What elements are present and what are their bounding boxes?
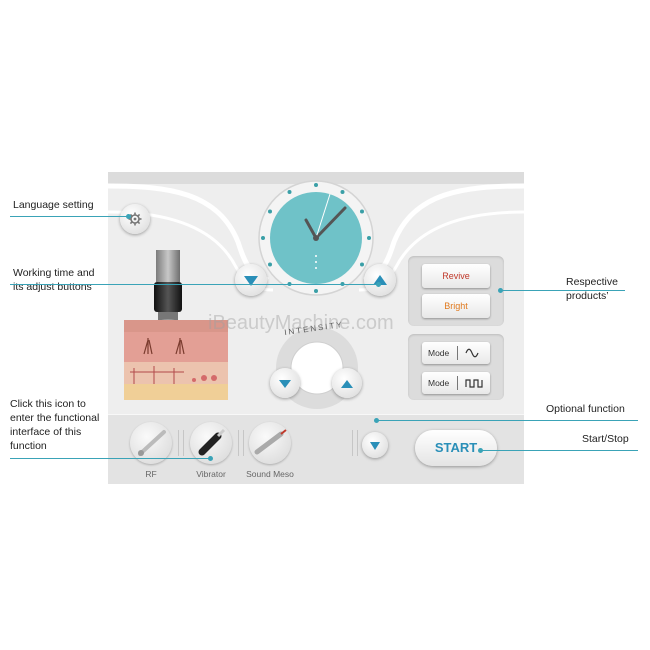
callout-line-language (10, 216, 128, 217)
callout-click-icon-line1: Click this icon to (10, 398, 86, 410)
callout-optional: Optional function (546, 403, 625, 415)
clock-dots (261, 183, 371, 293)
panel-top-strip (108, 172, 524, 184)
machine-panel: INTENSITY iBeautyMachine.com Revive Brig… (108, 172, 524, 484)
mode-separator (457, 376, 458, 390)
vibrator-tool-label: Vibrator (196, 469, 226, 479)
working-time-clock (258, 180, 374, 296)
callout-line-click-icon (10, 458, 210, 459)
tool-divider (238, 430, 244, 456)
callout-dot-optional (374, 418, 379, 423)
bright-product-button[interactable]: Bright (422, 294, 490, 318)
callout-click-icon-line4: function (10, 440, 47, 452)
triangle-down-icon (370, 442, 380, 450)
callout-dot-products (498, 288, 503, 293)
rf-handpiece-icon (138, 430, 166, 456)
sound-meso-handpiece-icon (254, 429, 287, 455)
callout-working-time-line2: its adjust buttons (13, 281, 92, 293)
callout-dot-language (126, 214, 131, 219)
mode-label: Mode (428, 348, 450, 358)
optional-function-button[interactable] (362, 432, 388, 458)
mode-square-button[interactable]: Mode (422, 372, 490, 394)
triangle-down-icon (279, 380, 291, 388)
skin-layers-illustration (124, 320, 228, 400)
mode-sine-button[interactable]: Mode (422, 342, 490, 364)
square-wave-icon (465, 379, 483, 388)
time-decrease-button[interactable] (235, 264, 267, 296)
callout-working-time-line1: Working time and (13, 267, 95, 279)
callout-products-line1: Respective (566, 276, 618, 288)
intensity-increase-button[interactable] (332, 368, 362, 398)
tool-divider (352, 430, 358, 456)
triangle-up-icon (341, 380, 353, 388)
time-increase-button[interactable] (364, 264, 396, 296)
language-setting-button[interactable] (120, 204, 150, 234)
callout-line-working-time (10, 284, 376, 285)
callout-click-icon-line2: enter the functional (10, 412, 100, 424)
rf-tool-button[interactable] (130, 422, 172, 464)
watermark: iBeautyMachine.com (208, 312, 394, 334)
start-button[interactable]: START (415, 430, 497, 466)
callout-line-products (500, 290, 625, 291)
sound-meso-tool-button[interactable] (249, 422, 291, 464)
sound-meso-tool-label: Sound Meso (246, 469, 294, 479)
callout-dot-click-icon (208, 456, 213, 461)
callout-click-icon-line3: interface of this (10, 426, 82, 438)
callout-start-stop: Start/Stop (582, 433, 629, 445)
mode-separator (457, 346, 458, 360)
sine-wave-icon (465, 348, 479, 358)
callout-line-start-stop (480, 450, 638, 451)
mode-label: Mode (428, 378, 450, 388)
mode-selector: Mode Mode (408, 334, 504, 400)
intensity-decrease-button[interactable] (270, 368, 300, 398)
vibrator-tool-button[interactable] (190, 422, 232, 464)
handpiece-illustration (154, 250, 182, 325)
callout-language: Language setting (13, 199, 94, 211)
triangle-down-icon (244, 276, 258, 286)
vibrator-handpiece-icon (198, 428, 226, 456)
callout-line-optional (376, 420, 638, 421)
rf-tool-label: RF (145, 469, 157, 479)
revive-product-button[interactable]: Revive (422, 264, 490, 288)
product-selector: Revive Bright (408, 256, 504, 326)
callout-dot-start-stop (478, 448, 483, 453)
tool-divider (178, 430, 184, 456)
callout-products-line2: products’ (566, 290, 609, 302)
callout-dot-working-time (376, 282, 381, 287)
